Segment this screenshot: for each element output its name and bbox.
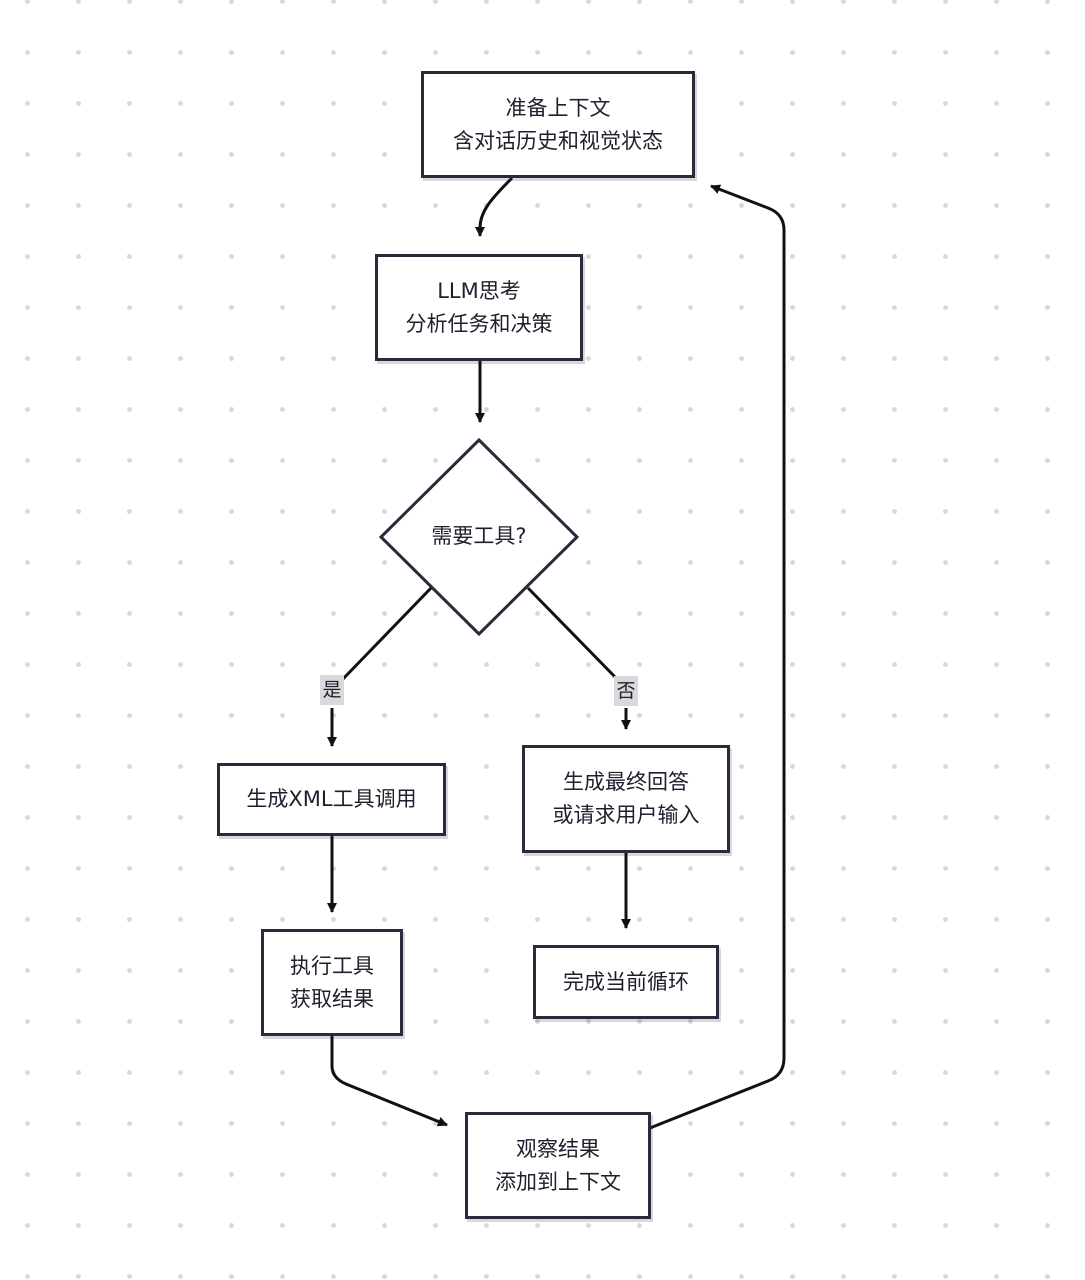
node-final-answer: 生成最终回答 或请求用户输入: [522, 745, 730, 853]
node-generate-xml-label: 生成XML工具调用: [246, 787, 417, 811]
edge-label-yes: 是: [320, 675, 344, 705]
node-llm-think: LLM思考 分析任务和决策: [375, 254, 583, 361]
node-llm-think-line2: 分析任务和决策: [405, 311, 553, 336]
edge-prepare-to-llm: [475, 176, 514, 237]
node-complete-loop: 完成当前循环: [533, 945, 719, 1019]
node-observe-line1: 观察结果: [516, 1136, 600, 1161]
edge-decision-no: [526, 586, 620, 682]
node-execute-tool: 执行工具 获取结果: [261, 929, 403, 1036]
edge-label-no: 否: [614, 676, 638, 706]
node-execute-tool-line2: 获取结果: [290, 986, 374, 1011]
node-prepare-context-line1: 准备上下文: [505, 95, 611, 120]
node-observe: 观察结果 添加到上下文: [465, 1112, 651, 1219]
node-llm-think-line1: LLM思考: [437, 278, 521, 303]
node-final-answer-line2: 或请求用户输入: [552, 803, 700, 827]
node-prepare-context: 准备上下文 含对话历史和视觉状态: [421, 71, 695, 178]
decision-diamond: [378, 437, 580, 637]
node-final-answer-line1: 生成最终回答: [563, 770, 689, 794]
node-execute-tool-line1: 执行工具: [290, 953, 374, 978]
node-prepare-context-line2: 含对话历史和视觉状态: [453, 128, 663, 153]
node-observe-line2: 添加到上下文: [495, 1169, 621, 1194]
node-generate-xml: 生成XML工具调用: [217, 763, 446, 836]
edge-observe-to-prepare: [649, 184, 786, 1130]
decision-label: 需要工具?: [431, 524, 527, 548]
edge-decision-yes: [340, 586, 433, 682]
node-complete-loop-label: 完成当前循环: [563, 969, 689, 994]
edge-execute-to-observe: [330, 1036, 448, 1127]
